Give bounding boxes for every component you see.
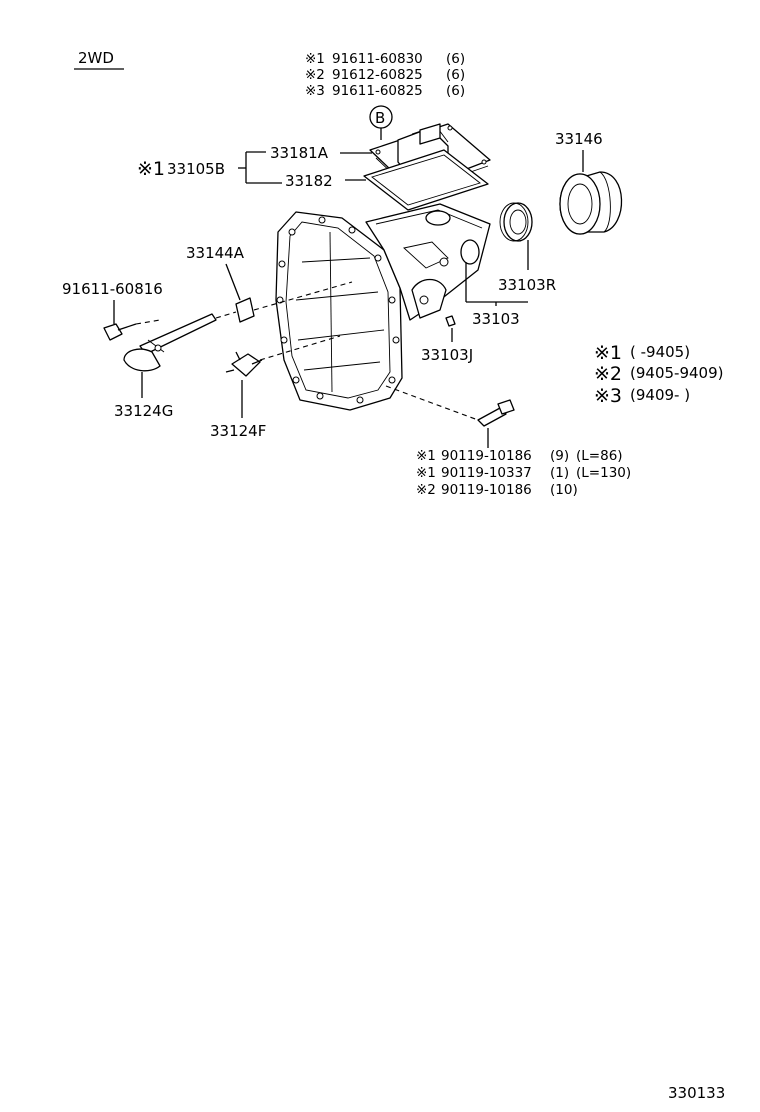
bottom-bolt-2-qty: (1) xyxy=(550,465,569,481)
top-bolt-3-part: 91611-60825 xyxy=(332,83,423,99)
bottom-bolt-list: ※1 90119-10186 (9) (L=86) ※1 90119-10337… xyxy=(416,448,631,498)
bottom-bolt-1-part: 90119-10186 xyxy=(441,448,532,464)
callout-letter: B xyxy=(375,109,385,127)
shaft-33124F-drawing xyxy=(225,351,263,377)
top-bolt-1-qty: (6) xyxy=(446,51,465,67)
top-bolt-2-part: 91612-60825 xyxy=(332,67,423,83)
lever-33124G-drawing xyxy=(123,313,217,372)
dash-lever xyxy=(215,311,237,319)
label-91611-60816: 91611-60816 xyxy=(62,280,163,298)
gasket-set-part: 33105B xyxy=(167,160,225,178)
label-33182: 33182 xyxy=(285,172,333,190)
label-33181A: 33181A xyxy=(270,144,329,162)
top-bolt-2-qty: (6) xyxy=(446,67,465,83)
legend-2-range: (9405-9409) xyxy=(630,364,723,382)
oil-seal-drawing xyxy=(499,202,533,242)
label-33146: 33146 xyxy=(555,130,603,148)
bottom-bolt-1-len: (L=86) xyxy=(576,448,623,464)
label-33124G: 33124G xyxy=(114,402,173,420)
bottom-bolt-3-mark: ※2 xyxy=(416,482,436,498)
transmission-case-drawing xyxy=(275,203,491,411)
leader-33144A xyxy=(225,263,241,301)
legend-1-mark: ※1 xyxy=(594,342,622,364)
bottom-bolt-1-qty: (9) xyxy=(550,448,569,464)
date-legend: ※1 ( -9405) ※2 (9405-9409) ※3 (9409- ) xyxy=(594,342,723,407)
top-bolt-2-mark: ※2 xyxy=(305,67,325,83)
label-33103R: 33103R xyxy=(498,276,556,294)
bracket-33103 xyxy=(465,262,528,306)
label-33103: 33103 xyxy=(472,310,520,328)
top-bolt-3-qty: (6) xyxy=(446,83,465,99)
top-bolt-3-mark: ※3 xyxy=(305,83,325,99)
bottom-bolt-3-qty: (10) xyxy=(550,482,578,498)
bottom-bolt-2-mark: ※1 xyxy=(416,465,436,481)
bottom-bolt-1-mark: ※1 xyxy=(416,448,436,464)
top-bolt-list: ※1 91611-60830 (6) ※2 91612-60825 (6) ※3… xyxy=(305,51,465,99)
plug-33103J-drawing xyxy=(445,315,456,327)
dash-33144A xyxy=(253,281,353,311)
small-bolt-drawing xyxy=(103,323,137,341)
dash-small-bolt xyxy=(135,319,161,325)
case-bolt-drawing xyxy=(477,399,515,427)
legend-3-mark: ※3 xyxy=(594,385,622,407)
label-33124F: 33124F xyxy=(210,422,266,440)
bottom-bolt-2-part: 90119-10337 xyxy=(441,465,532,481)
dash-33124F xyxy=(259,335,341,361)
gasket-set-mark: ※1 xyxy=(137,158,165,180)
top-bolt-1-part: 91611-60830 xyxy=(332,51,423,67)
top-bolt-1-mark: ※1 xyxy=(305,51,325,67)
page-code: 330133 xyxy=(668,1084,725,1102)
variant-label: 2WD xyxy=(78,49,114,67)
legend-1-range: ( -9405) xyxy=(630,343,690,361)
gasket-set-bracket xyxy=(238,151,282,184)
legend-3-range: (9409- ) xyxy=(630,386,690,404)
dash-case-bolt xyxy=(385,385,479,421)
sleeve-33146-drawing xyxy=(559,171,623,235)
plate-33144A-drawing xyxy=(235,297,255,323)
bottom-bolt-3-part: 90119-10186 xyxy=(441,482,532,498)
label-33144A: 33144A xyxy=(186,244,245,262)
legend-2-mark: ※2 xyxy=(594,363,622,385)
bottom-bolt-2-len: (L=130) xyxy=(576,465,631,481)
label-33103J: 33103J xyxy=(421,346,473,364)
